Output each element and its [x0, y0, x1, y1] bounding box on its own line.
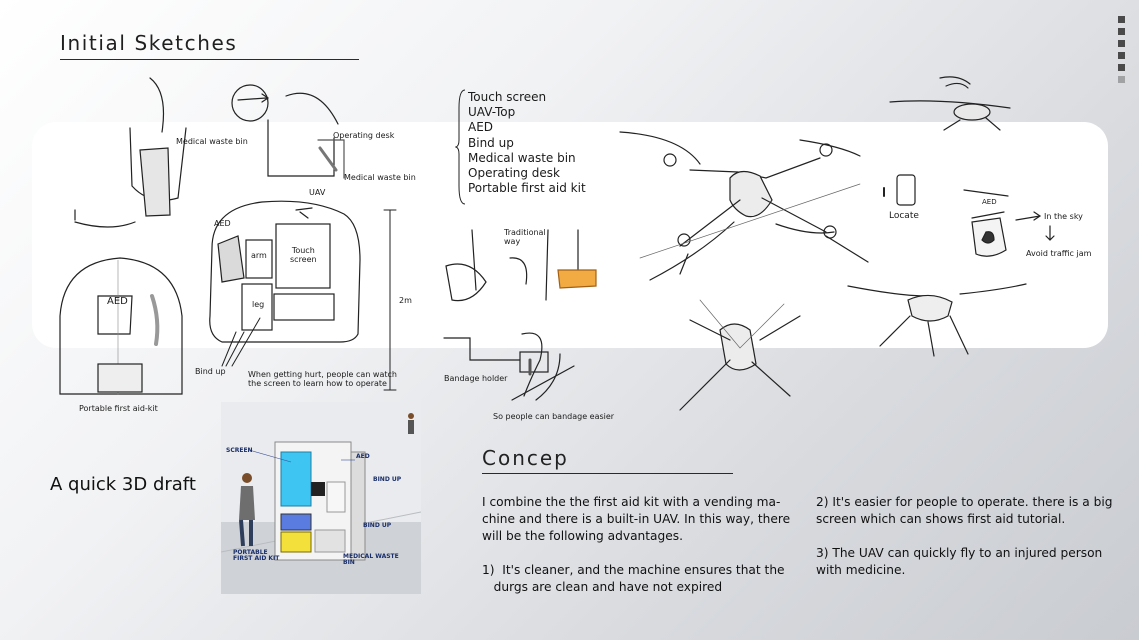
label-medical-waste-bin-2: Medical waste bin — [344, 173, 416, 182]
concept-title: Concep — [482, 446, 569, 470]
label-bind-up: Bind up — [195, 367, 226, 376]
render-drawing — [221, 402, 421, 594]
concept-intro: I combine the the first aid kit with a v… — [482, 495, 791, 543]
list-item: Operating desk — [468, 166, 561, 181]
label-leg: leg — [252, 300, 265, 309]
concept-underline — [482, 473, 733, 474]
render-label-waste: MEDICAL WASTE BIN — [343, 553, 399, 566]
title-underline — [60, 59, 359, 60]
concept-point-3: 3) The UAV can quickly fly to an injured… — [816, 546, 1103, 577]
list-item: Portable first aid kit — [468, 181, 586, 196]
draft-render: SCREEN AED BIND UP BIND UP PORTABLE FIRS… — [221, 402, 421, 594]
label-locate: Locate — [889, 211, 919, 221]
concept-point-1: 1) It's cleaner, and the machine ensures… — [482, 563, 785, 594]
list-item: Bind up — [468, 135, 514, 150]
label-traditional-way: Traditional way — [504, 228, 546, 246]
label-height: 2m — [399, 296, 412, 305]
label-bandage-easier: So people can bandage easier — [493, 412, 615, 421]
render-label-screen: SCREEN — [226, 447, 253, 454]
list-item: AED — [468, 120, 494, 135]
label-aed-side: AED — [214, 219, 231, 228]
feature-list: Touch screen UAV-Top AED Bind up Medical… — [468, 90, 586, 196]
label-medical-waste-bin: Medical waste bin — [176, 137, 248, 146]
label-aed-drone: AED — [982, 198, 997, 206]
page-title: Initial Sketches — [60, 31, 238, 55]
label-avoid-traffic: Avoid traffic jam — [1026, 249, 1092, 258]
list-item: Medical waste bin — [468, 150, 576, 165]
list-brace — [455, 89, 466, 205]
label-arm: arm — [251, 251, 267, 260]
list-item: UAV-Top — [468, 105, 516, 120]
render-label-aed: AED — [356, 453, 370, 460]
label-portable-kit: Portable first aid-kit — [79, 404, 158, 413]
label-bandage-holder: Bandage holder — [444, 374, 508, 383]
label-aed-front: AED — [107, 296, 128, 307]
label-in-the-sky: In the sky — [1044, 212, 1083, 221]
render-label-bind-up-1: BIND UP — [373, 476, 402, 483]
draft-title: A quick 3D draft — [50, 474, 196, 495]
render-label-portable: PORTABLE FIRST AID KIT — [233, 549, 280, 562]
corner-decoration — [1118, 16, 1125, 83]
list-item: Touch screen — [468, 90, 547, 104]
label-uav: UAV — [309, 188, 326, 197]
label-operating-desk: Operating desk — [333, 131, 395, 140]
label-getting-hurt: When getting hurt, people can watch the … — [248, 370, 397, 388]
label-touch-screen: Touch screen — [290, 246, 317, 264]
render-label-bind-up-2: BIND UP — [363, 522, 392, 529]
concept-point-2: 2) It's easier for people to operate. th… — [816, 495, 1113, 526]
